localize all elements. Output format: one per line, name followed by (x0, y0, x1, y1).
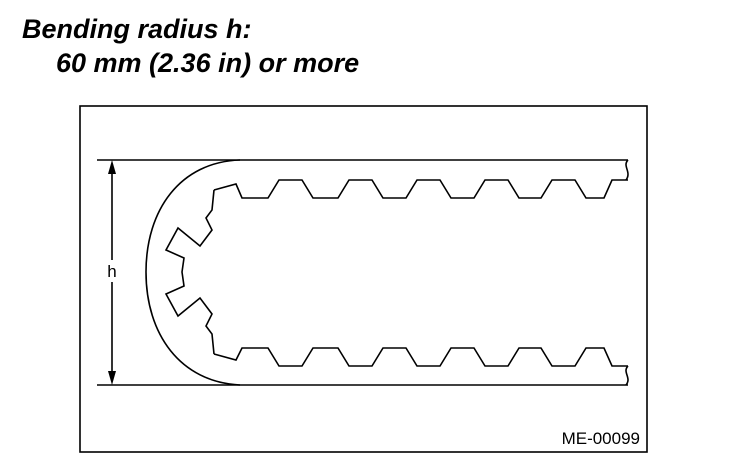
dimension-arrow-top (108, 160, 116, 174)
dimension-label-h: h (107, 262, 116, 281)
dimension-label-bg (104, 260, 120, 282)
page-title: Bending radius h: 60 mm (2.36 in) or mor… (22, 12, 359, 80)
figure-code: ME-00099 (562, 429, 640, 448)
title-line-2: 60 mm (2.36 in) or more (56, 48, 360, 78)
belt-teeth-bottom (213, 347, 628, 367)
dimension-arrow-bottom (108, 371, 116, 385)
title-line-1: Bending radius h: (22, 14, 252, 44)
belt-teeth-top (213, 179, 628, 199)
belt-outer-curve (145, 159, 241, 386)
figure-frame (79, 105, 648, 453)
belt-break-top (625, 159, 629, 181)
belt-teeth-curve (164, 189, 215, 355)
belt-break-bottom (625, 365, 629, 386)
